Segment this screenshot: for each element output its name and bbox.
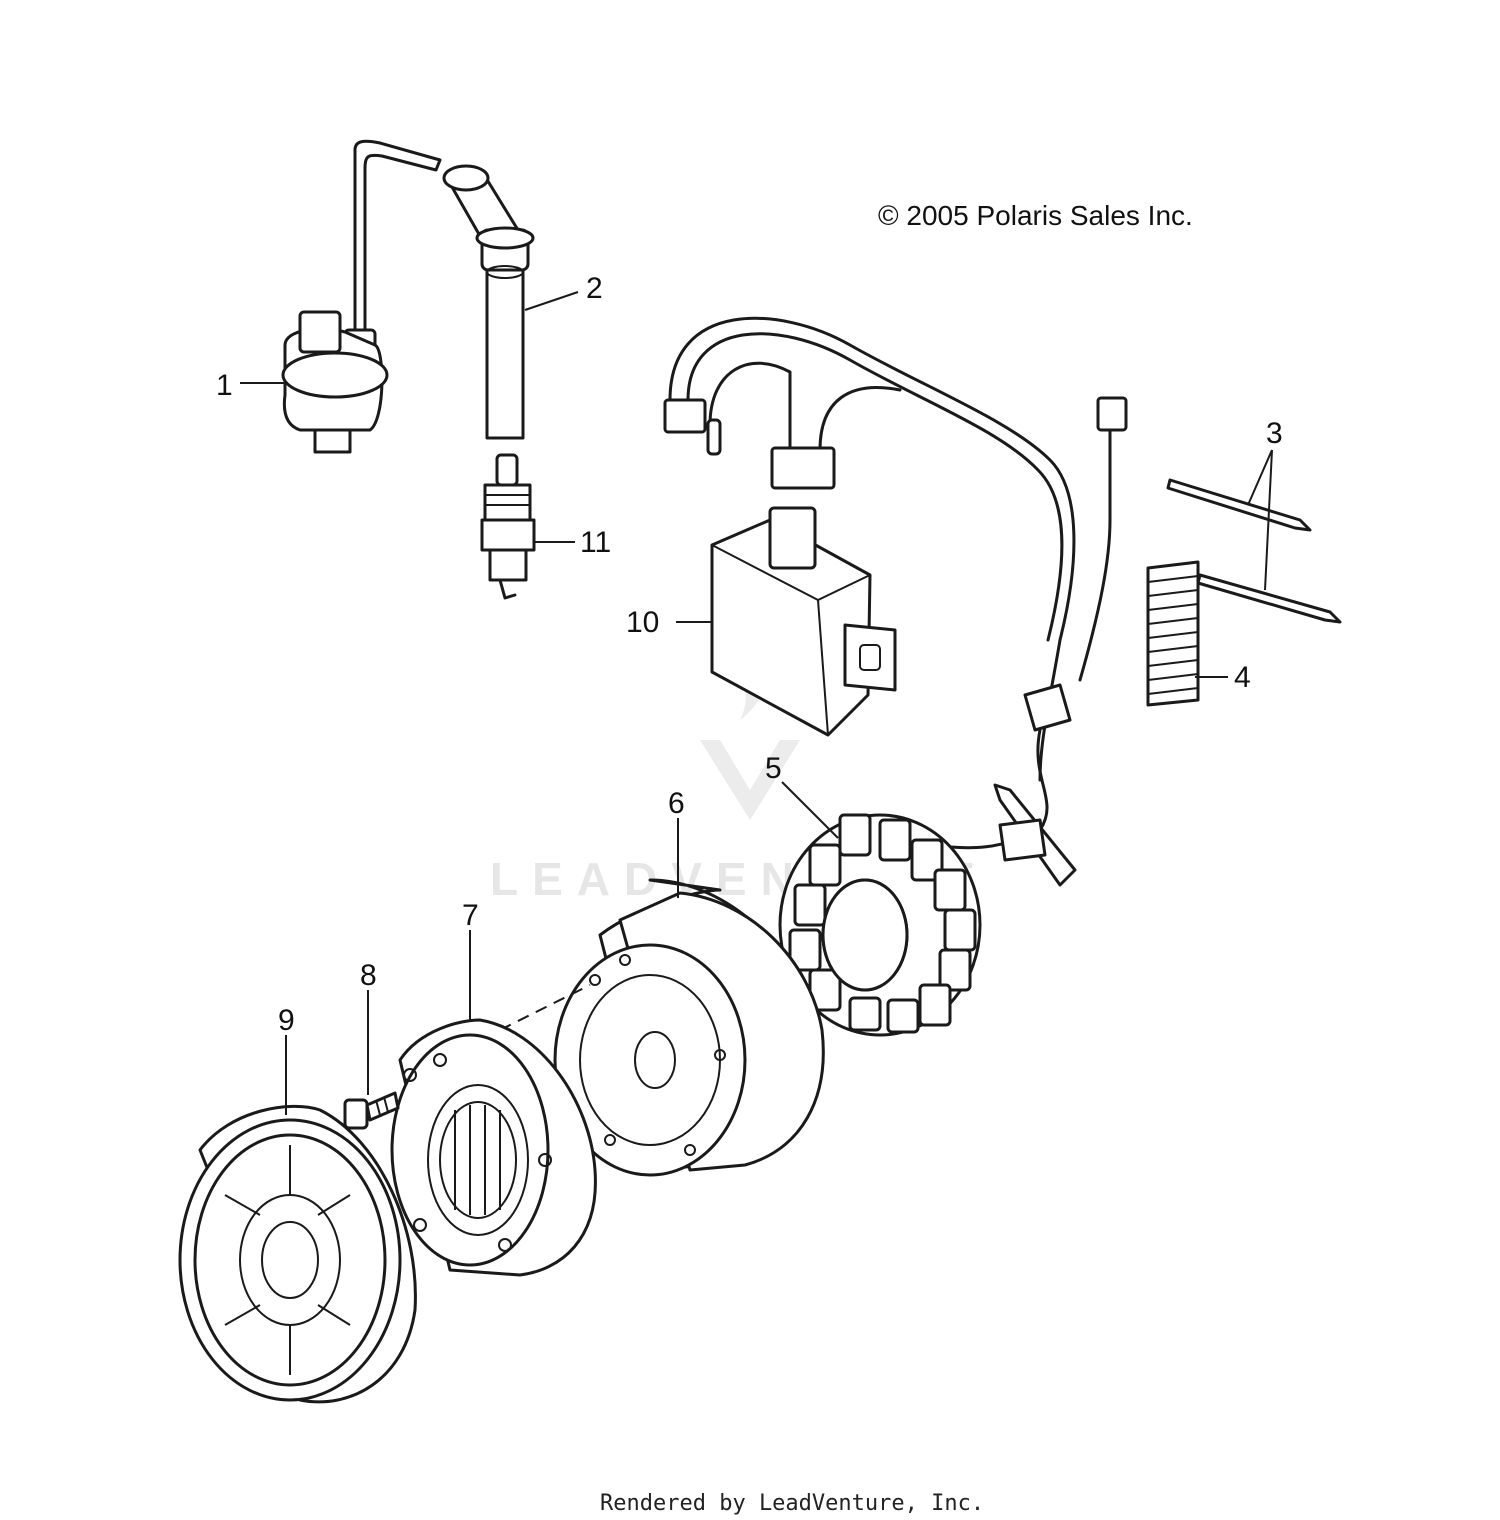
- callout-10: 10: [626, 606, 659, 639]
- cdi-module[interactable]: [710, 506, 897, 737]
- callout-5: 5: [765, 752, 782, 785]
- footer-text: Rendered by LeadVenture, Inc.: [600, 1491, 984, 1516]
- leader-lines: [240, 291, 1273, 1115]
- bolt[interactable]: [343, 1091, 400, 1130]
- ignition-coil[interactable]: [281, 139, 442, 454]
- callout-4: 4: [1234, 661, 1251, 694]
- spark-plug-boot[interactable]: [320, 0, 535, 440]
- spark-plug[interactable]: [480, 453, 536, 600]
- stator[interactable]: [778, 813, 982, 1037]
- wiring-harness[interactable]: [663, 316, 1128, 887]
- starter-clutch[interactable]: [390, 1018, 597, 1277]
- callout-6: 6: [668, 787, 685, 820]
- callout-9: 9: [278, 1004, 295, 1037]
- callout-3: 3: [1266, 417, 1283, 450]
- spring-sleeve[interactable]: [1146, 560, 1200, 707]
- callout-8: 8: [360, 959, 377, 992]
- starter-gear[interactable]: [178, 1104, 417, 1404]
- flywheel[interactable]: [553, 878, 825, 1177]
- callout-11: 11: [580, 526, 611, 559]
- callout-labels: 1 2 3 4 5 6 7 8 9 10 11: [216, 272, 1283, 1037]
- callout-2: 2: [586, 272, 603, 305]
- copyright-text: © 2005 Polaris Sales Inc.: [878, 200, 1193, 231]
- callout-7: 7: [462, 899, 479, 932]
- callout-1: 1: [216, 369, 233, 402]
